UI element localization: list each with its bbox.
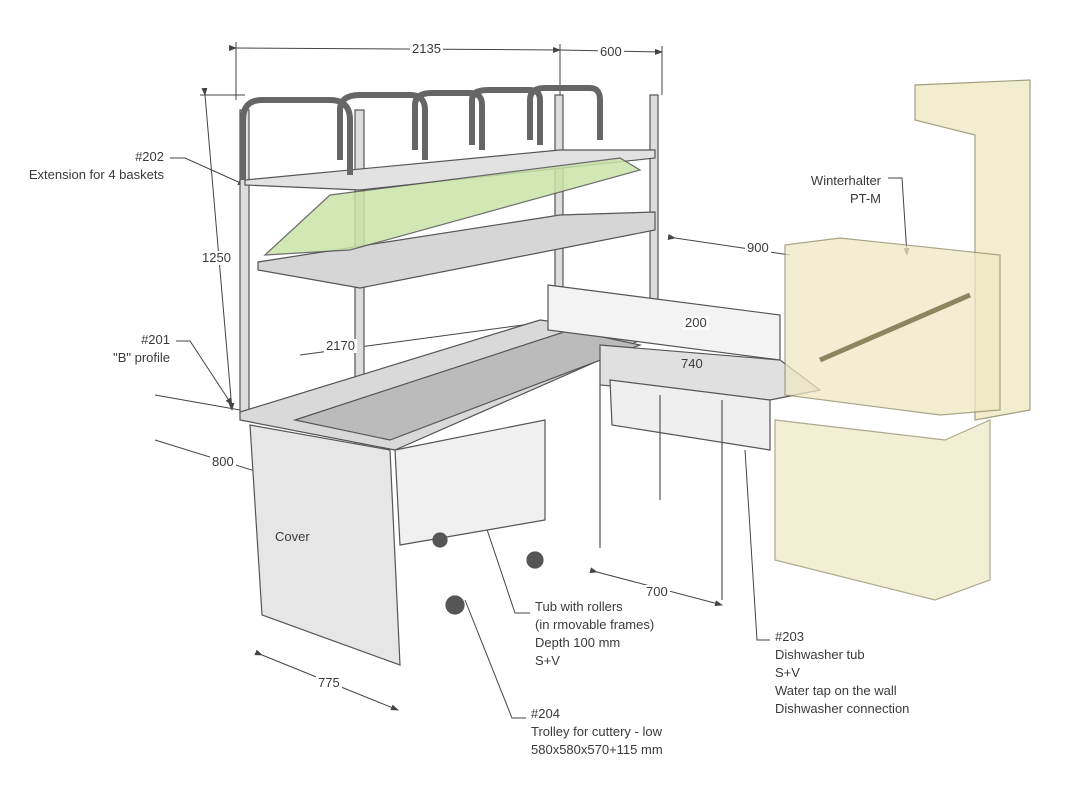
dim-table-depth: 800 bbox=[210, 454, 236, 469]
callout-extension-code: #202 bbox=[135, 149, 164, 164]
callout-dish-tub-line: S+V bbox=[775, 665, 800, 680]
callout-dish-tub-line: Dishwasher connection bbox=[775, 701, 910, 716]
callout-tub-line: (in rmovable frames) bbox=[535, 617, 655, 632]
callout-trolley-code: #204 bbox=[531, 706, 560, 721]
dim-backsplash-height: 200 bbox=[683, 315, 709, 330]
callout-profile-code: #201 bbox=[141, 332, 170, 347]
dim-top-width: 2135 bbox=[410, 41, 443, 56]
dim-sink-frame-width: 700 bbox=[644, 584, 670, 599]
callout-extension: #202 Extension for 4 baskets bbox=[29, 148, 164, 184]
dim-rack-height: 1250 bbox=[200, 250, 233, 265]
callout-extension-text: Extension for 4 baskets bbox=[28, 167, 164, 182]
dim-top-right-width: 600 bbox=[598, 44, 624, 59]
callout-tub-line: S+V bbox=[535, 653, 560, 668]
dim-sink-length: 900 bbox=[745, 240, 771, 255]
callout-dish-tub-line: Water tap on the wall bbox=[775, 683, 897, 698]
callout-dishwasher-type: PT-M bbox=[849, 191, 881, 206]
callout-tub: Tub with rollers (in rmovable frames) De… bbox=[535, 598, 654, 670]
callout-trolley-line: Trolley for cuttery - low bbox=[531, 724, 662, 739]
dishwasher bbox=[774, 79, 1031, 601]
work-table bbox=[239, 284, 822, 666]
callout-tub-line: Tub with rollers bbox=[535, 599, 623, 614]
callout-profile: #201 "B" profile bbox=[113, 331, 170, 367]
callout-profile-text: "B" profile bbox=[113, 350, 170, 365]
callout-tub-line: Depth 100 mm bbox=[535, 635, 621, 650]
dim-sink-depth: 740 bbox=[681, 356, 703, 371]
dim-cover-width: 775 bbox=[316, 675, 342, 690]
callout-trolley: #204 Trolley for cuttery - low 580x580x5… bbox=[531, 705, 663, 759]
callout-dish-tub-code: #203 bbox=[775, 629, 804, 644]
callout-dish-tub-line: Dishwasher tub bbox=[775, 647, 865, 662]
callout-dish-tub: #203 Dishwasher tub S+V Water tap on the… bbox=[775, 628, 909, 718]
dim-table-length: 2170 bbox=[324, 338, 357, 353]
callout-cover: Cover bbox=[275, 529, 310, 544]
callout-dishwasher-model: Winterhalter bbox=[810, 173, 881, 188]
rack-structure bbox=[239, 85, 659, 446]
callout-dishwasher: Winterhalter PT-M bbox=[811, 172, 881, 208]
callout-trolley-line: 580x580x570+115 mm bbox=[531, 742, 663, 757]
